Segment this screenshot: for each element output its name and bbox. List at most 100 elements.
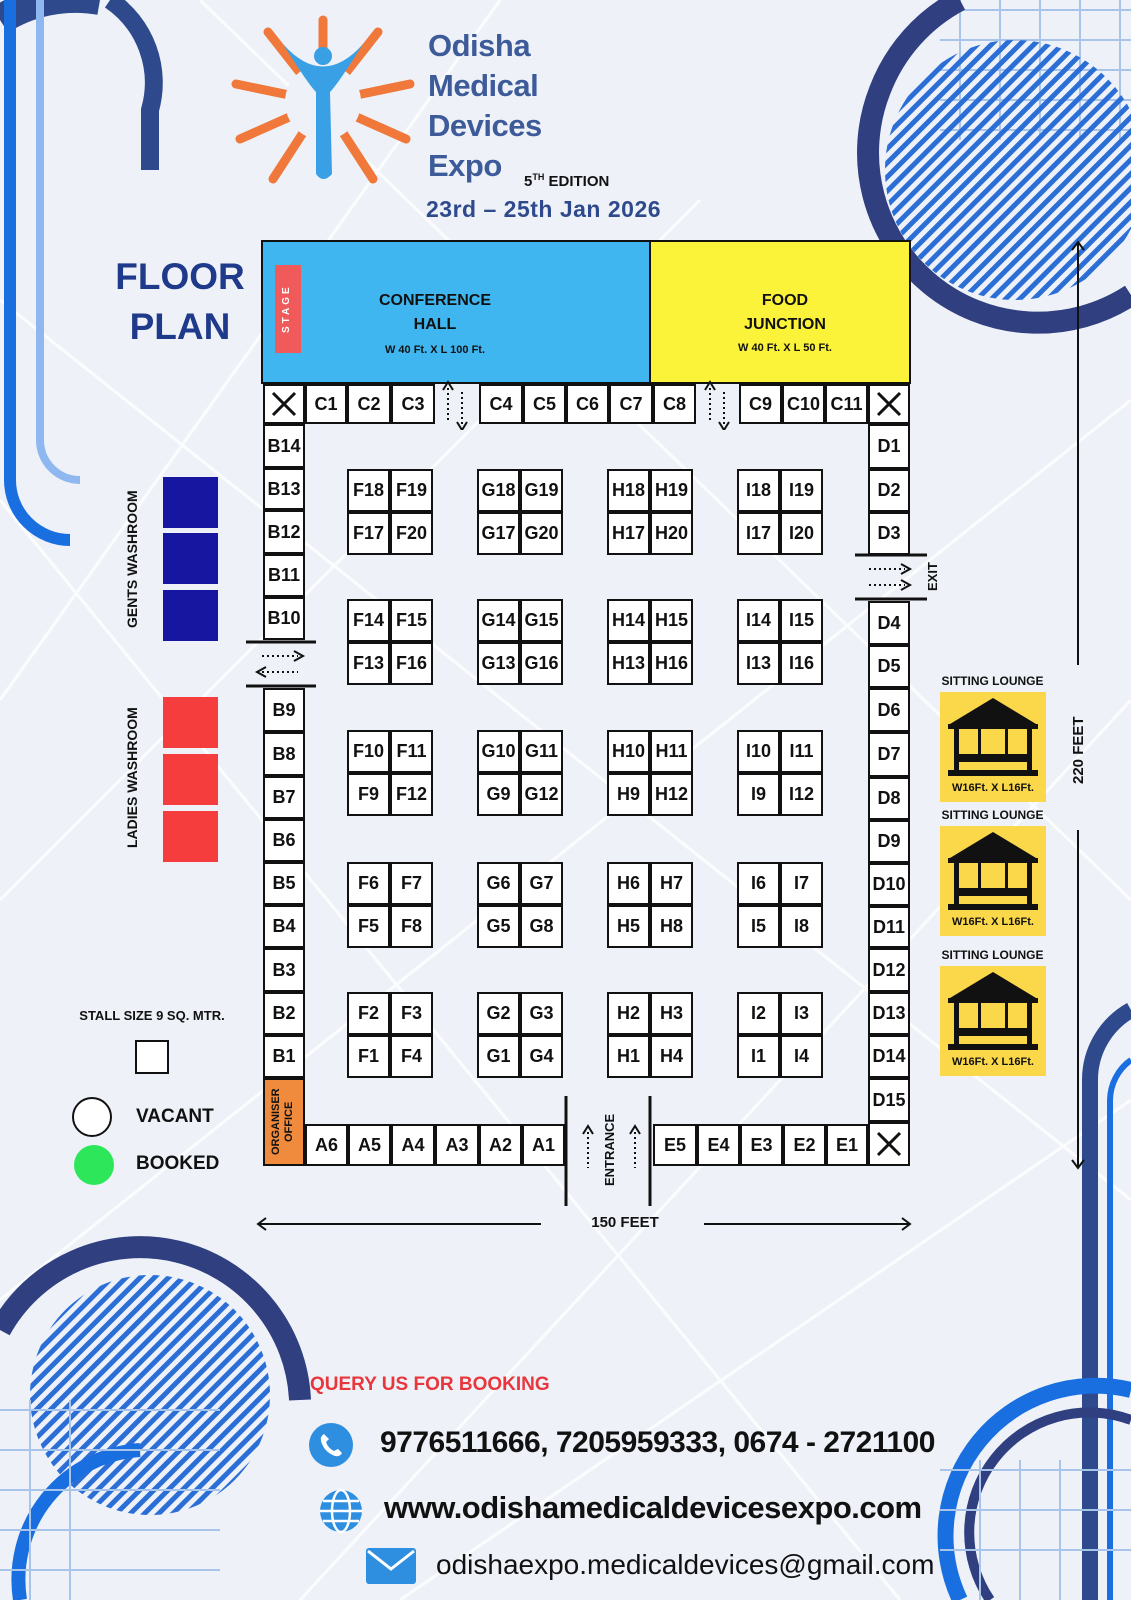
- stall-i9[interactable]: I9: [737, 773, 780, 816]
- stall-h2[interactable]: H2: [607, 992, 650, 1035]
- stall-d5[interactable]: D5: [868, 645, 910, 688]
- stall-i4[interactable]: I4: [780, 1035, 823, 1078]
- stall-f20[interactable]: F20: [390, 512, 433, 555]
- stall-e3[interactable]: E3: [740, 1124, 783, 1166]
- stall-f16[interactable]: F16: [390, 642, 433, 685]
- stall-g15[interactable]: G15: [520, 599, 563, 642]
- stall-g2[interactable]: G2: [477, 992, 520, 1035]
- stall-h13[interactable]: H13: [607, 642, 650, 685]
- stall-c11[interactable]: C11: [825, 384, 868, 424]
- stall-d14[interactable]: D14: [868, 1035, 910, 1078]
- stall-f1[interactable]: F1: [347, 1035, 390, 1078]
- stall-g16[interactable]: G16: [520, 642, 563, 685]
- stall-a2[interactable]: A2: [479, 1124, 522, 1166]
- stall-i1[interactable]: I1: [737, 1035, 780, 1078]
- stall-f18[interactable]: F18: [347, 469, 390, 512]
- stall-i5[interactable]: I5: [737, 905, 780, 948]
- stall-c10[interactable]: C10: [782, 384, 825, 424]
- stall-i11[interactable]: I11: [780, 730, 823, 773]
- stall-h14[interactable]: H14: [607, 599, 650, 642]
- stall-h6[interactable]: H6: [607, 862, 650, 905]
- stall-f12[interactable]: F12: [390, 773, 433, 816]
- stall-f6[interactable]: F6: [347, 862, 390, 905]
- stall-h7[interactable]: H7: [650, 862, 693, 905]
- stall-h17[interactable]: H17: [607, 512, 650, 555]
- stall-g13[interactable]: G13: [477, 642, 520, 685]
- stall-a3[interactable]: A3: [435, 1124, 479, 1166]
- stall-d15[interactable]: D15: [868, 1078, 910, 1122]
- stall-b4[interactable]: B4: [263, 905, 305, 948]
- stall-g14[interactable]: G14: [477, 599, 520, 642]
- stall-h1[interactable]: H1: [607, 1035, 650, 1078]
- stall-d7[interactable]: D7: [868, 732, 910, 777]
- stall-b3[interactable]: B3: [263, 948, 305, 992]
- stall-b10[interactable]: B10: [263, 597, 305, 640]
- stall-e1[interactable]: E1: [826, 1124, 868, 1166]
- stall-d9[interactable]: D9: [868, 820, 910, 863]
- stall-b1[interactable]: B1: [263, 1035, 305, 1078]
- stall-d1[interactable]: D1: [868, 424, 910, 469]
- stall-c6[interactable]: C6: [566, 384, 609, 424]
- stall-i3[interactable]: I3: [780, 992, 823, 1035]
- stall-g18[interactable]: G18: [477, 469, 520, 512]
- stall-g1[interactable]: G1: [477, 1035, 520, 1078]
- stall-f10[interactable]: F10: [347, 730, 390, 773]
- stall-f11[interactable]: F11: [390, 730, 433, 773]
- stall-b8[interactable]: B8: [263, 732, 305, 776]
- stall-d13[interactable]: D13: [868, 992, 910, 1035]
- stall-d12[interactable]: D12: [868, 948, 910, 992]
- stall-h4[interactable]: H4: [650, 1035, 693, 1078]
- stall-g11[interactable]: G11: [520, 730, 563, 773]
- stall-g9[interactable]: G9: [477, 773, 520, 816]
- stall-i19[interactable]: I19: [780, 469, 823, 512]
- stall-b7[interactable]: B7: [263, 776, 305, 819]
- stall-b11[interactable]: B11: [263, 554, 305, 597]
- stall-i12[interactable]: I12: [780, 773, 823, 816]
- stall-g7[interactable]: G7: [520, 862, 563, 905]
- stall-i17[interactable]: I17: [737, 512, 780, 555]
- stall-c3[interactable]: C3: [391, 384, 435, 424]
- stall-d8[interactable]: D8: [868, 777, 910, 820]
- stall-i2[interactable]: I2: [737, 992, 780, 1035]
- stall-c1[interactable]: C1: [305, 384, 347, 424]
- stall-i16[interactable]: I16: [780, 642, 823, 685]
- stall-f13[interactable]: F13: [347, 642, 390, 685]
- stall-i7[interactable]: I7: [780, 862, 823, 905]
- stall-a1[interactable]: A1: [522, 1124, 565, 1166]
- stall-g8[interactable]: G8: [520, 905, 563, 948]
- stall-i6[interactable]: I6: [737, 862, 780, 905]
- stall-h19[interactable]: H19: [650, 469, 693, 512]
- stall-b5[interactable]: B5: [263, 862, 305, 905]
- stall-b12[interactable]: B12: [263, 510, 305, 554]
- stall-c8[interactable]: C8: [653, 384, 696, 424]
- stall-g10[interactable]: G10: [477, 730, 520, 773]
- stall-c4[interactable]: C4: [479, 384, 523, 424]
- stall-f7[interactable]: F7: [390, 862, 433, 905]
- stall-i13[interactable]: I13: [737, 642, 780, 685]
- stall-f15[interactable]: F15: [390, 599, 433, 642]
- stall-e2[interactable]: E2: [783, 1124, 826, 1166]
- stall-g17[interactable]: G17: [477, 512, 520, 555]
- stall-e4[interactable]: E4: [697, 1124, 740, 1166]
- stall-g20[interactable]: G20: [520, 512, 563, 555]
- stall-g5[interactable]: G5: [477, 905, 520, 948]
- stall-h15[interactable]: H15: [650, 599, 693, 642]
- stall-b14[interactable]: B14: [263, 424, 305, 468]
- stall-g12[interactable]: G12: [520, 773, 563, 816]
- stall-a5[interactable]: A5: [348, 1124, 391, 1166]
- stall-f2[interactable]: F2: [347, 992, 390, 1035]
- stall-f9[interactable]: F9: [347, 773, 390, 816]
- stall-h12[interactable]: H12: [650, 773, 693, 816]
- stall-b9[interactable]: B9: [263, 688, 305, 732]
- stall-h20[interactable]: H20: [650, 512, 693, 555]
- stall-h11[interactable]: H11: [650, 730, 693, 773]
- stall-i18[interactable]: I18: [737, 469, 780, 512]
- stall-f8[interactable]: F8: [390, 905, 433, 948]
- stall-f14[interactable]: F14: [347, 599, 390, 642]
- stall-h5[interactable]: H5: [607, 905, 650, 948]
- stall-h16[interactable]: H16: [650, 642, 693, 685]
- stall-g6[interactable]: G6: [477, 862, 520, 905]
- email-link[interactable]: odishaexpo.medicaldevices@gmail.com: [436, 1549, 935, 1580]
- stall-h18[interactable]: H18: [607, 469, 650, 512]
- stall-i20[interactable]: I20: [780, 512, 823, 555]
